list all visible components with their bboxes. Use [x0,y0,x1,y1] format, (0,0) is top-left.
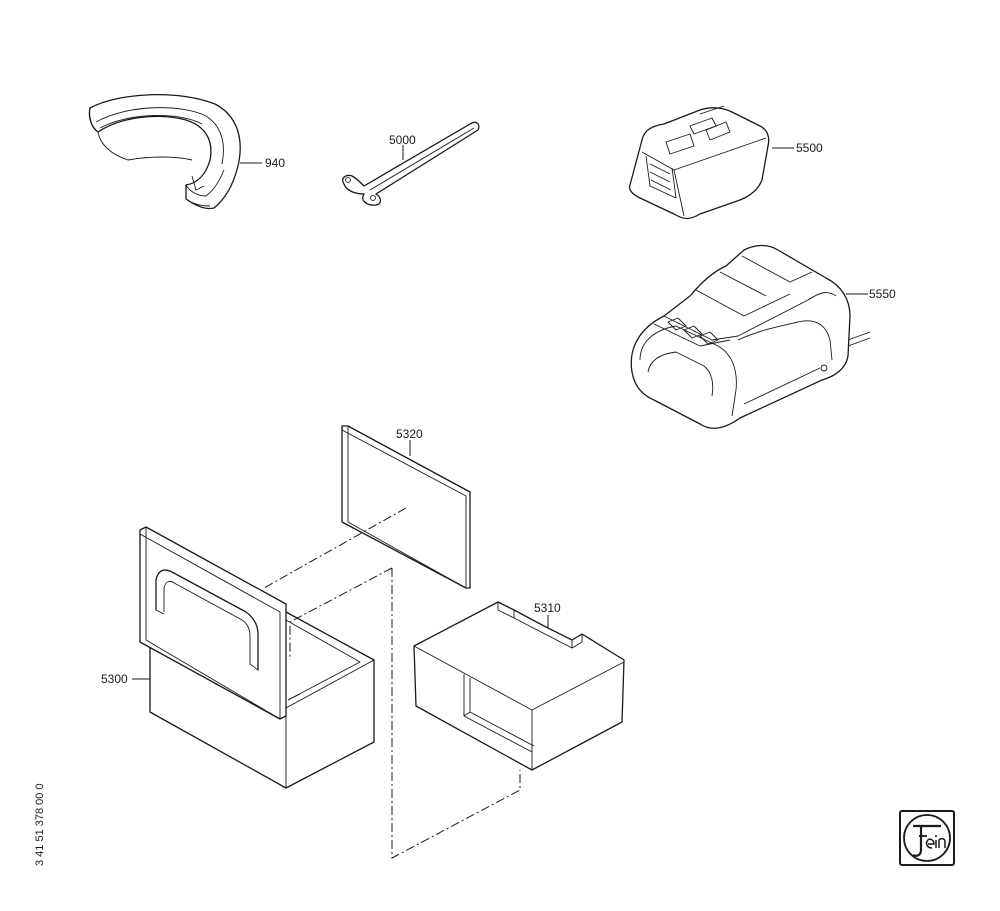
label-5300: 5300 [101,672,128,686]
fein-logo-icon [899,810,955,866]
label-5550: 5550 [869,287,896,301]
battery-pack-icon [628,105,770,220]
label-5320: 5320 [396,427,423,441]
battery-charger-icon [630,244,871,429]
wheel-guard-icon [88,94,241,210]
label-5000: 5000 [389,133,416,147]
carry-case-icon [139,526,375,789]
foam-insert-icon [413,601,625,771]
pin-wrench-icon [342,121,480,206]
foam-pad-icon [341,425,471,589]
label-5310: 5310 [534,601,561,615]
assembly-lines [263,507,521,859]
document-number: 3 41 51 378 00 0 [34,783,46,866]
label-940: 940 [265,156,285,170]
label-5500: 5500 [796,141,823,155]
